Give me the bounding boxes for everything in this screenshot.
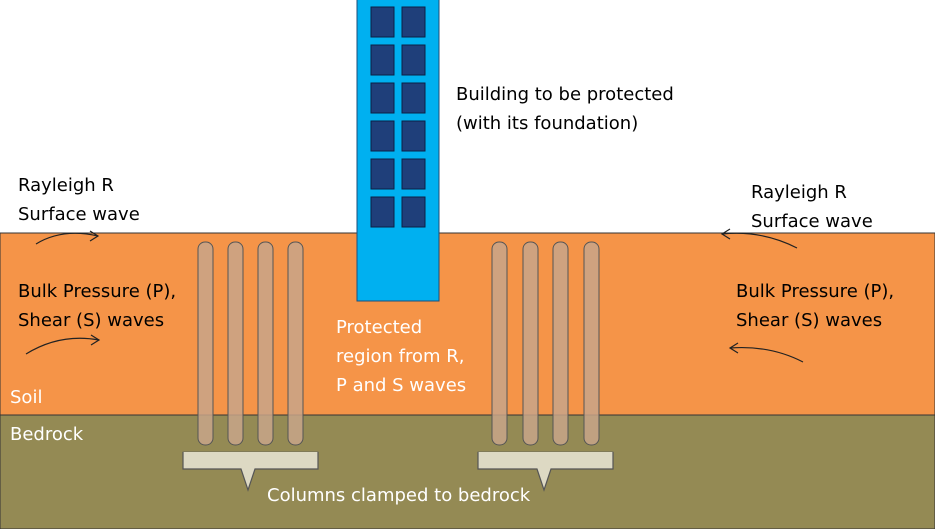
wave-arrow-rayleigh-right — [721, 232, 798, 249]
bulk-wave-label-right: Bulk Pressure (P), Shear (S) waves — [736, 277, 894, 335]
column-right-4 — [583, 241, 600, 446]
window-2-1 — [401, 82, 426, 114]
column-left-1 — [197, 241, 214, 446]
soil-label: Soil — [10, 387, 43, 408]
wave-arrow-bulk-left-head — [90, 334, 101, 346]
wave-arrow-bulk-left — [25, 337, 100, 355]
column-left-2 — [227, 241, 244, 446]
window-0-0 — [370, 6, 395, 38]
column-group-left — [197, 241, 304, 446]
building — [356, 0, 440, 302]
rayleigh-left-line-1: Rayleigh R — [18, 175, 114, 196]
bedrock-layer — [0, 414, 935, 529]
soil-layer — [0, 232, 935, 416]
window-3-1 — [401, 120, 426, 152]
rayleigh-label-left: Rayleigh R Surface wave — [18, 171, 140, 229]
building-windows — [370, 6, 426, 228]
bedrock-label: Bedrock — [10, 424, 84, 445]
protected-line-1: Protected — [336, 317, 423, 338]
column-left-3 — [257, 241, 274, 446]
window-5-1 — [401, 196, 426, 228]
protected-line-3: P and S waves — [336, 375, 467, 396]
rayleigh-left-line-2: Surface wave — [18, 204, 140, 225]
rayleigh-right-line-2: Surface wave — [751, 211, 873, 232]
bulk-left-line-1: Bulk Pressure (P), — [18, 281, 177, 302]
column-right-1 — [491, 241, 508, 446]
window-1-1 — [401, 44, 426, 76]
bulk-left-line-2: Shear (S) waves — [18, 310, 165, 331]
column-right-2 — [522, 241, 539, 446]
wave-arrow-rayleigh-left-head — [89, 230, 100, 242]
window-0-1 — [401, 6, 426, 38]
column-left-4 — [287, 241, 304, 446]
window-5-0 — [370, 196, 395, 228]
building-label-line-1: Building to be protected — [456, 84, 674, 105]
window-2-0 — [370, 82, 395, 114]
bulk-wave-label-left: Bulk Pressure (P), Shear (S) waves — [18, 277, 176, 335]
protected-line-2: region from R, — [336, 346, 465, 367]
window-1-0 — [370, 44, 395, 76]
rayleigh-right-line-1: Rayleigh R — [751, 182, 847, 203]
brace-right — [477, 451, 614, 492]
building-label: Building to be protected (with its found… — [456, 80, 674, 138]
rayleigh-label-right: Rayleigh R Surface wave — [751, 178, 873, 236]
bulk-right-line-1: Bulk Pressure (P), — [736, 281, 895, 302]
column-group-right — [491, 241, 600, 446]
wave-arrow-rayleigh-right-head — [720, 228, 731, 240]
building-label-line-2: (with its foundation) — [456, 113, 639, 134]
window-3-0 — [370, 120, 395, 152]
wave-arrow-rayleigh-left — [35, 232, 99, 245]
wave-arrow-bulk-right-head — [728, 342, 739, 354]
protected-region-label: Protected region from R, P and S waves — [336, 313, 466, 400]
window-4-0 — [370, 158, 395, 190]
building-body — [356, 0, 440, 302]
bulk-right-line-2: Shear (S) waves — [736, 310, 883, 331]
columns-label: Columns clamped to bedrock — [267, 485, 531, 506]
wave-arrow-bulk-right — [729, 346, 804, 363]
brace-left — [182, 451, 319, 492]
window-4-1 — [401, 158, 426, 190]
column-right-3 — [552, 241, 569, 446]
